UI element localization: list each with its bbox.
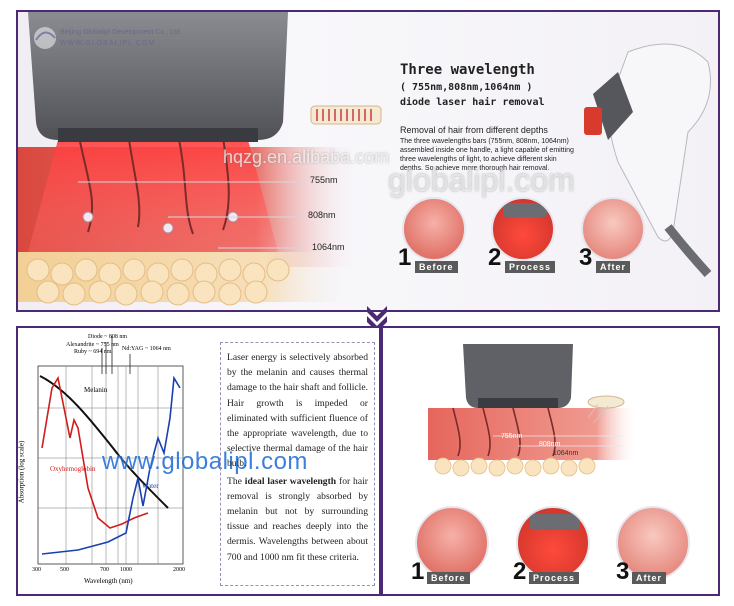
x-tick-1000: 1000 xyxy=(120,567,132,573)
step-label-process: Process xyxy=(505,261,556,273)
plot-frame xyxy=(37,365,184,565)
diode-marker-label: Diode ~ 808 nm xyxy=(88,334,128,340)
oxyhemoglobin-curve xyxy=(41,375,149,529)
top-banner-panel: Beijing Globalipl Development Co., Ltd. … xyxy=(16,10,720,312)
br-step-label-after: After xyxy=(632,572,667,584)
laser-treatment-illustration xyxy=(18,12,712,306)
br-wavelength-808: 808nm xyxy=(539,441,561,448)
explanation-text-box: Laser energy is selectively absorbed by … xyxy=(220,342,375,586)
p2-pre: The xyxy=(227,475,245,487)
br-before-skin-image xyxy=(415,506,489,580)
ndyag-marker-label: Nd:YAG ~ 1064 nm xyxy=(122,346,171,352)
subtitle: Removal of hair from different depths xyxy=(400,125,548,135)
x-tick-500: 500 xyxy=(60,567,69,573)
alexandrite-marker-label: Alexandrite ~ 755 nm xyxy=(66,342,119,348)
wavelength-label-755: 755nm xyxy=(310,175,338,185)
br-wavelength-755: 755nm xyxy=(501,433,523,440)
process-skin-image xyxy=(491,197,555,261)
br-process-skin-image xyxy=(516,506,590,580)
absorption-spectrum-chart xyxy=(37,336,184,565)
step-number-2: 2 xyxy=(488,244,502,271)
br-step-number-1: 1 xyxy=(411,558,425,585)
x-tick-700: 700 xyxy=(100,567,109,573)
skin-layer-illustration xyxy=(428,344,638,477)
br-step-number-2: 2 xyxy=(513,558,527,585)
legend-oxyhemoglobin: Oxyhemoglobin xyxy=(50,465,96,473)
step-number-1: 1 xyxy=(398,244,412,271)
title-line-2: ( 755nm,808nm,1064nm ) xyxy=(400,82,533,93)
step-label-before: Before xyxy=(415,261,458,273)
title-line-3: diode laser hair removal xyxy=(400,97,545,108)
x-tick-2000: 2000 xyxy=(173,567,185,573)
x-tick-300: 300 xyxy=(32,567,41,573)
ruby-marker-label: Ruby ~ 694 nm xyxy=(74,349,112,355)
company-url: WWW.GLOBALIPL.COM xyxy=(60,40,156,47)
legend-melanin: Melanin xyxy=(84,386,108,394)
br-step-label-process: Process xyxy=(529,572,580,584)
watermark-url: www.globalipl.com xyxy=(102,448,308,475)
br-step-label-before: Before xyxy=(427,572,470,584)
watermark-alibaba: hqzg.en.alibaba.com xyxy=(223,147,390,167)
br-wavelength-1064: 1064nm xyxy=(553,450,579,457)
paragraph-selective-absorption: Laser energy is selectively absorbed by … xyxy=(227,352,368,470)
step-label-after: After xyxy=(596,261,631,273)
wavelength-label-1064: 1064nm xyxy=(312,242,345,252)
br-step-number-3: 3 xyxy=(616,558,630,585)
x-axis-label: Wavelength (nm) xyxy=(84,577,133,585)
grid-lines xyxy=(38,366,183,564)
watermark-globalipl: globalipl.com xyxy=(388,162,575,198)
melanin-curve xyxy=(39,375,169,509)
water-curve xyxy=(41,375,181,555)
wavelength-label-808: 808nm xyxy=(308,210,336,220)
absorption-chart-panel: Diode ~ 808 nm Alexandrite ~ 755 nm Ruby… xyxy=(16,326,381,596)
legend-water: Water xyxy=(142,482,159,490)
step-number-3: 3 xyxy=(579,244,593,271)
right-illustration-panel: 755nm 808nm 1064nm 1 Before 2 Process 3 … xyxy=(381,326,720,596)
description: The three wavelengths bars (755nm, 808nm… xyxy=(400,138,574,172)
p2-bold: ideal laser wavelength xyxy=(244,475,337,487)
before-skin-image xyxy=(402,197,466,261)
title-line-1: Three wavelength xyxy=(400,62,535,78)
paragraph-ideal-wavelength: The ideal laser wavelength for hair remo… xyxy=(227,474,368,565)
p2-post: for hair removal is strongly absorbed by… xyxy=(227,475,368,563)
y-axis-label: Absorption (log scale) xyxy=(17,440,26,504)
after-skin-image xyxy=(581,197,645,261)
company-name: Beijing Globalipl Development Co., Ltd. xyxy=(60,29,182,36)
